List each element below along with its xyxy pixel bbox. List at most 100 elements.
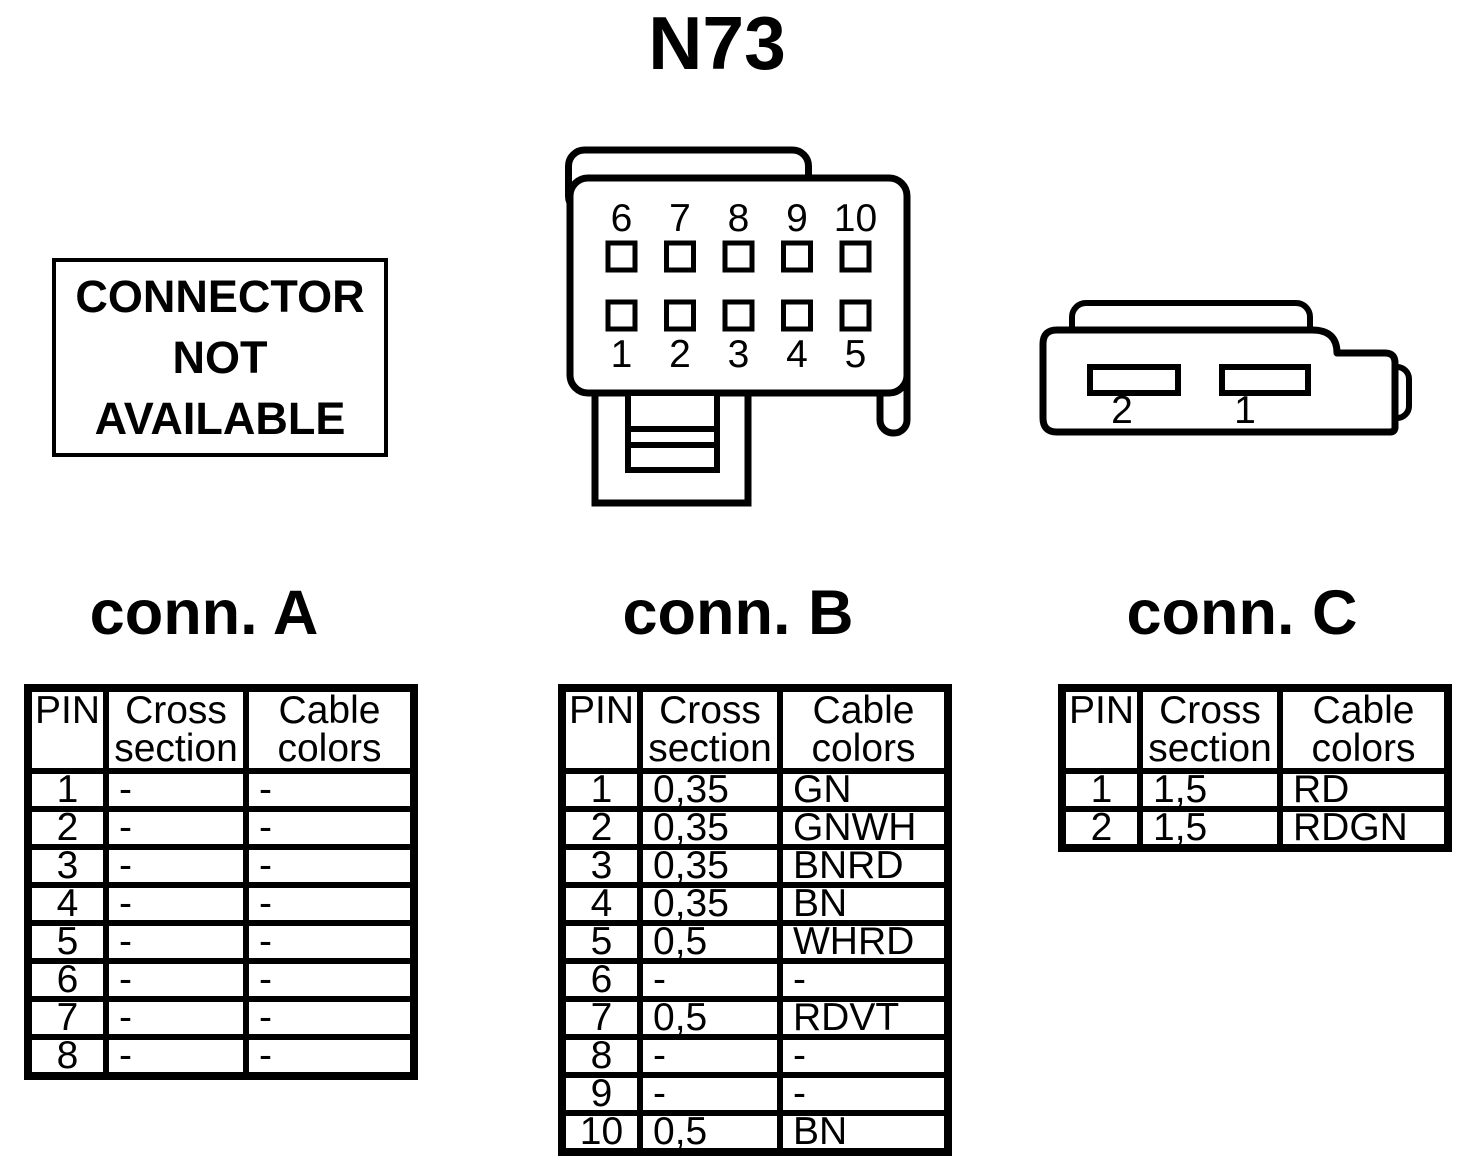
pin-square xyxy=(722,299,755,332)
table-row: 2 - - xyxy=(25,806,417,850)
pin-cell: 1 xyxy=(559,768,643,812)
pin-number: 6 xyxy=(611,197,633,240)
cross-section-cell: - xyxy=(103,806,249,850)
cable-colors-cell: - xyxy=(777,1072,951,1116)
pin-square xyxy=(722,240,755,273)
pin-cell: 4 xyxy=(559,882,643,926)
header-line: section xyxy=(114,727,238,770)
table-row: 1 - - xyxy=(25,768,417,812)
pin-cell: 10 xyxy=(559,1110,643,1155)
cross-section-header: Cross section xyxy=(1137,685,1283,774)
connector-c-drawing: 2 1 xyxy=(1039,300,1412,436)
table-row: 1 0,35 GN xyxy=(559,768,951,812)
cable-colors-cell: RDGN xyxy=(1277,806,1451,851)
cable-colors-header: Cable colors xyxy=(777,685,951,774)
cross-section-cell: - xyxy=(103,882,249,926)
cross-section-cell: 0,35 xyxy=(637,844,783,888)
conn-a-title: conn. A xyxy=(89,578,319,648)
cable-colors-cell: BN xyxy=(777,1110,951,1155)
cable-colors-cell: - xyxy=(243,806,417,850)
pin-cell: 6 xyxy=(559,958,643,1002)
table-row: 6 - - xyxy=(25,958,417,1002)
pin-square xyxy=(781,240,813,273)
header-line: Cable xyxy=(812,689,915,732)
pin-cell: 3 xyxy=(559,844,643,888)
cable-colors-cell: - xyxy=(243,1034,417,1079)
cross-section-cell: - xyxy=(103,920,249,964)
pin-cell: 1 xyxy=(25,768,109,812)
pin-cell: 1 xyxy=(1059,768,1143,812)
cable-colors-cell: - xyxy=(243,958,417,1002)
header-line: colors xyxy=(811,727,916,770)
cross-section-cell: - xyxy=(103,768,249,812)
pin-cell: 8 xyxy=(559,1034,643,1078)
pin-number: 10 xyxy=(834,197,877,240)
table-row: 2 0,35 GNWH xyxy=(559,806,951,850)
pin-number: 3 xyxy=(728,333,750,376)
cable-colors-cell: - xyxy=(777,958,951,1002)
pin-number: 4 xyxy=(786,333,808,376)
table-row: 8 - - xyxy=(559,1034,951,1078)
table-row: 4 0,35 BN xyxy=(559,882,951,926)
header-line: Cross xyxy=(125,689,227,732)
cable-colors-cell: BNRD xyxy=(777,844,951,888)
table-row: 5 - - xyxy=(25,920,417,964)
pin-square xyxy=(664,240,696,273)
cross-section-cell: - xyxy=(103,1034,249,1079)
table-row: 3 - - xyxy=(25,844,417,888)
table-row: 1 1,5 RD xyxy=(1059,768,1451,812)
pin-slot xyxy=(1087,364,1181,396)
pin-cell: 2 xyxy=(559,806,643,850)
cross-section-cell: 1,5 xyxy=(1137,806,1283,851)
table-row: 4 - - xyxy=(25,882,417,926)
cable-colors-cell: - xyxy=(243,882,417,926)
table-row: 7 0,5 RDVT xyxy=(559,996,951,1040)
cable-colors-cell: RDVT xyxy=(777,996,951,1040)
cable-colors-cell: - xyxy=(243,996,417,1040)
cable-colors-cell: RD xyxy=(1277,768,1451,812)
table-header-row: PIN Cross section Cable colors xyxy=(559,685,951,774)
pin-square xyxy=(664,299,696,332)
pin-cell: 9 xyxy=(559,1072,643,1116)
connector-b-drawing: 6 7 8 9 10 1 2 3 4 5 xyxy=(565,146,911,507)
table-header-row: PIN Cross section Cable colors xyxy=(1059,685,1451,774)
pin-number: 8 xyxy=(728,197,750,240)
table-header-row: PIN Cross section Cable colors xyxy=(25,685,417,774)
notice-line: AVAILABLE xyxy=(94,393,346,444)
table-row: 6 - - xyxy=(559,958,951,1002)
pin-header: PIN xyxy=(559,685,643,774)
table-row: 2 1,5 RDGN xyxy=(1059,806,1451,851)
cross-section-cell: 0,35 xyxy=(637,882,783,926)
header-line: section xyxy=(648,727,772,770)
table-row: 3 0,35 BNRD xyxy=(559,844,951,888)
pin-number: 1 xyxy=(611,333,633,376)
notice-line: NOT xyxy=(172,332,268,383)
pin-number: 7 xyxy=(669,197,691,240)
table-row: 5 0,5 WHRD xyxy=(559,920,951,964)
cross-section-cell: - xyxy=(103,958,249,1002)
cross-section-cell: - xyxy=(103,996,249,1040)
pin-number: 2 xyxy=(1111,389,1133,432)
cable-colors-cell: - xyxy=(777,1034,951,1078)
header-line: section xyxy=(1148,727,1272,770)
cross-section-cell: - xyxy=(103,844,249,888)
header-line: colors xyxy=(277,727,382,770)
table-row: 7 - - xyxy=(25,996,417,1040)
cable-colors-cell: GN xyxy=(777,768,951,812)
pin-number: 1 xyxy=(1234,389,1256,432)
pin-slot xyxy=(1219,364,1311,396)
cross-section-cell: 0,5 xyxy=(637,996,783,1040)
pin-square xyxy=(781,299,813,332)
pin-square xyxy=(839,299,872,332)
pin-square xyxy=(605,240,638,273)
conn-b-table: PIN Cross section Cable colors 1 0,35 GN… xyxy=(558,684,952,1156)
pin-cell: 2 xyxy=(1059,806,1143,851)
cross-section-cell: 0,35 xyxy=(637,768,783,812)
pin-header: PIN xyxy=(1059,685,1143,774)
cable-colors-cell: - xyxy=(243,844,417,888)
pin-header: PIN xyxy=(25,685,109,774)
pin-cell: 7 xyxy=(559,996,643,1040)
page-title: N73 xyxy=(648,1,786,85)
pin-square xyxy=(605,299,638,332)
